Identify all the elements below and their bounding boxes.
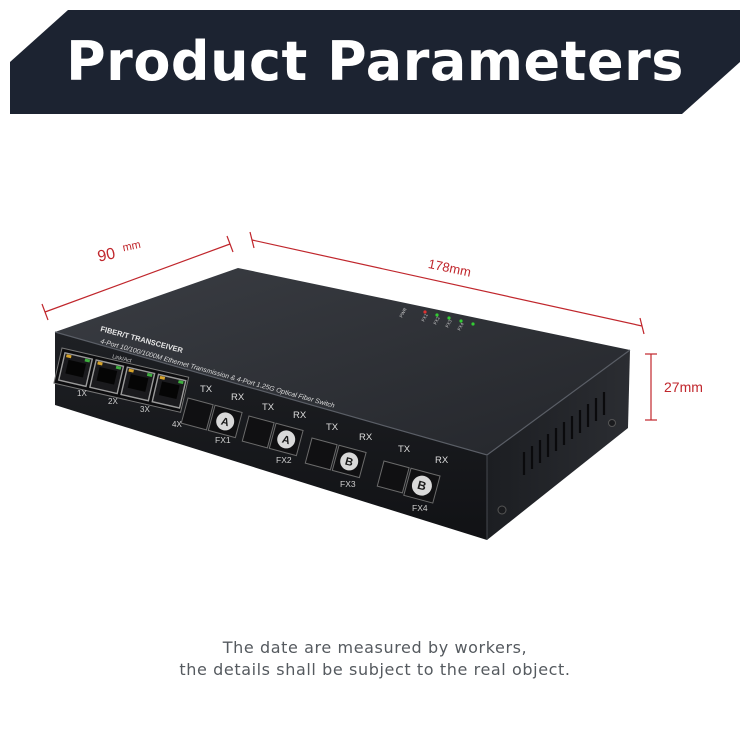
tx-label: TX xyxy=(262,402,275,413)
footnote-line-2: the details shall be subject to the real… xyxy=(179,660,571,679)
side-screw xyxy=(497,505,507,515)
header-banner: Product Parameters xyxy=(10,10,740,114)
rx-label: RX xyxy=(231,392,245,403)
fiber-switch-device: FIBER/T TRANSCEIVER 4-Port 10/100/1000M … xyxy=(53,268,631,540)
tx-label: TX xyxy=(326,422,339,433)
fx-label: FX2 xyxy=(276,455,292,465)
led-label-fx2: FX2 xyxy=(432,315,441,325)
footnote-line-1: The date are measured by workers, xyxy=(222,638,528,657)
led-indicators: PWR FX1 FX2 FX3 FX4 xyxy=(398,306,475,331)
width-value: 90 xyxy=(96,245,117,266)
rj45-port xyxy=(57,351,94,388)
port-label-1x: 1X xyxy=(77,389,87,398)
led-label-fx1: FX1 xyxy=(420,312,429,322)
fx-label: FX4 xyxy=(412,503,428,513)
rj45-port xyxy=(151,373,187,409)
tx-label: TX xyxy=(398,444,411,455)
page-title: Product Parameters xyxy=(66,30,684,93)
port-tag: B xyxy=(416,478,428,494)
side-vents xyxy=(522,392,606,475)
side-screw xyxy=(608,419,616,427)
rj45-port xyxy=(120,366,156,402)
led-label-pwr: PWR xyxy=(398,306,408,318)
port-label-3x: 3X xyxy=(140,405,150,414)
port-label-4x: 4X xyxy=(172,420,182,429)
port-tag: A xyxy=(281,434,292,448)
fiber-port-fx1: TX RX A FX1 xyxy=(180,384,245,445)
rx-label: RX xyxy=(359,432,373,443)
rx-label: RX xyxy=(435,455,449,466)
banner-corner-left-decoration xyxy=(10,10,740,114)
rx-label: RX xyxy=(293,410,307,421)
fiber-port-fx4: TX RX B FX4 xyxy=(376,444,449,513)
link-act-label: Link/Act xyxy=(112,354,133,364)
port-tag: B xyxy=(344,456,355,470)
tx-label: TX xyxy=(200,384,213,395)
height-dimension-label: 27mm xyxy=(664,379,703,395)
fx-label: FX3 xyxy=(340,479,356,489)
port-tag: A xyxy=(220,416,231,430)
led-label-fx3: FX3 xyxy=(444,318,453,328)
fiber-port-fx3: TX RX B FX3 xyxy=(304,422,373,489)
rj45-port-block: Link/Act 1X 2X 3X 4X xyxy=(53,347,190,429)
dimension-lines xyxy=(41,231,657,421)
port-label-2x: 2X xyxy=(108,397,118,406)
fx-label: FX1 xyxy=(215,435,231,445)
width-unit: mm xyxy=(121,238,142,255)
fiber-port-fx2: TX RX A FX2 xyxy=(241,402,307,465)
led-label-fx4: FX4 xyxy=(456,321,465,331)
rj45-port xyxy=(89,359,125,395)
